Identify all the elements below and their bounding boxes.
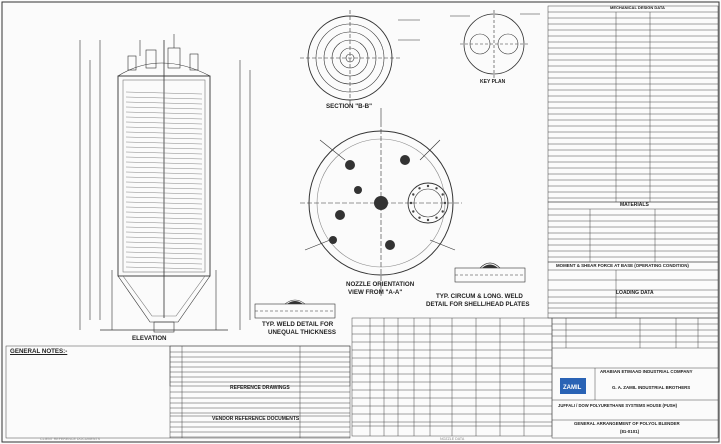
- section-bb-label: SECTION "B-B": [326, 103, 373, 110]
- drawing-title: GENERAL ARRANGEMENT OF POLYOL BLENDER: [574, 421, 680, 426]
- elevation-label: ELEVATION: [132, 335, 167, 342]
- svg-text:ZAMIL: ZAMIL: [563, 385, 582, 391]
- materials-panel: [547, 201, 719, 263]
- key-plan-label: KEY PLAN: [480, 79, 506, 85]
- weld-detail-sublabel: UNEQUAL THICKNESS: [268, 329, 336, 336]
- vessel-elevation: [79, 34, 251, 333]
- section-bb-view: [300, 10, 420, 106]
- circum-weld-label: TYP. CIRCUM & LONG. WELD: [436, 293, 523, 300]
- orientation-nozzle-dots: [329, 155, 410, 250]
- circum-weld-sublabel: DETAIL FOR SHELL/HEAD PLATES: [426, 301, 530, 308]
- manhole-bolt-holes: [409, 184, 447, 222]
- weld-detail-label: TYP. WELD DETAIL FOR: [262, 321, 334, 328]
- contractor-name: G. A. ZAMIL INDUSTRIAL BROTHERS: [612, 385, 691, 390]
- moment-shear-header: MOMENT & SHEAR FORCE AT BASE (OPERATING …: [556, 263, 689, 268]
- drawing-number: (81-0101): [620, 429, 640, 434]
- company-name: ARABIAN ETIMAAD INDUSTRIAL COMPANY: [600, 369, 693, 374]
- materials-header: MATERIALS: [620, 202, 649, 208]
- general-notes-header: GENERAL NOTES:-: [10, 348, 68, 355]
- project-name: JUFFALI / DOW POLYURETHANE SYSTEMS HOUSE…: [558, 403, 677, 408]
- nozzle-orientation-sublabel: VIEW FROM "A-A": [348, 289, 403, 296]
- vendor-reference-header: VENDOR REFERENCE DOCUMENTS: [212, 416, 300, 422]
- key-plan-view: [450, 10, 540, 78]
- design-data-panel: [547, 5, 719, 203]
- mech-design-data-header: MECHANICAL DESIGN DATA: [610, 5, 665, 10]
- zamil-logo-mark: ZAMIL: [560, 378, 586, 394]
- nozzle-orientation-label: NOZZLE ORIENTATION: [346, 281, 415, 288]
- nozzle-data-header: NOZZLE DATA: [440, 437, 465, 441]
- nozzle-data-table: [351, 317, 553, 437]
- client-reference-header: CLIENT REFERENCE DOCUMENTS: [40, 437, 101, 441]
- notes-and-reference-tables: [5, 345, 351, 439]
- loading-data-header: LOADING DATA: [616, 290, 654, 296]
- reference-drawings-header: REFERENCE DRAWINGS: [230, 385, 290, 391]
- heating-coil-lines: [125, 91, 203, 270]
- weld-fill: [287, 264, 498, 304]
- revision-title-block: [551, 317, 719, 439]
